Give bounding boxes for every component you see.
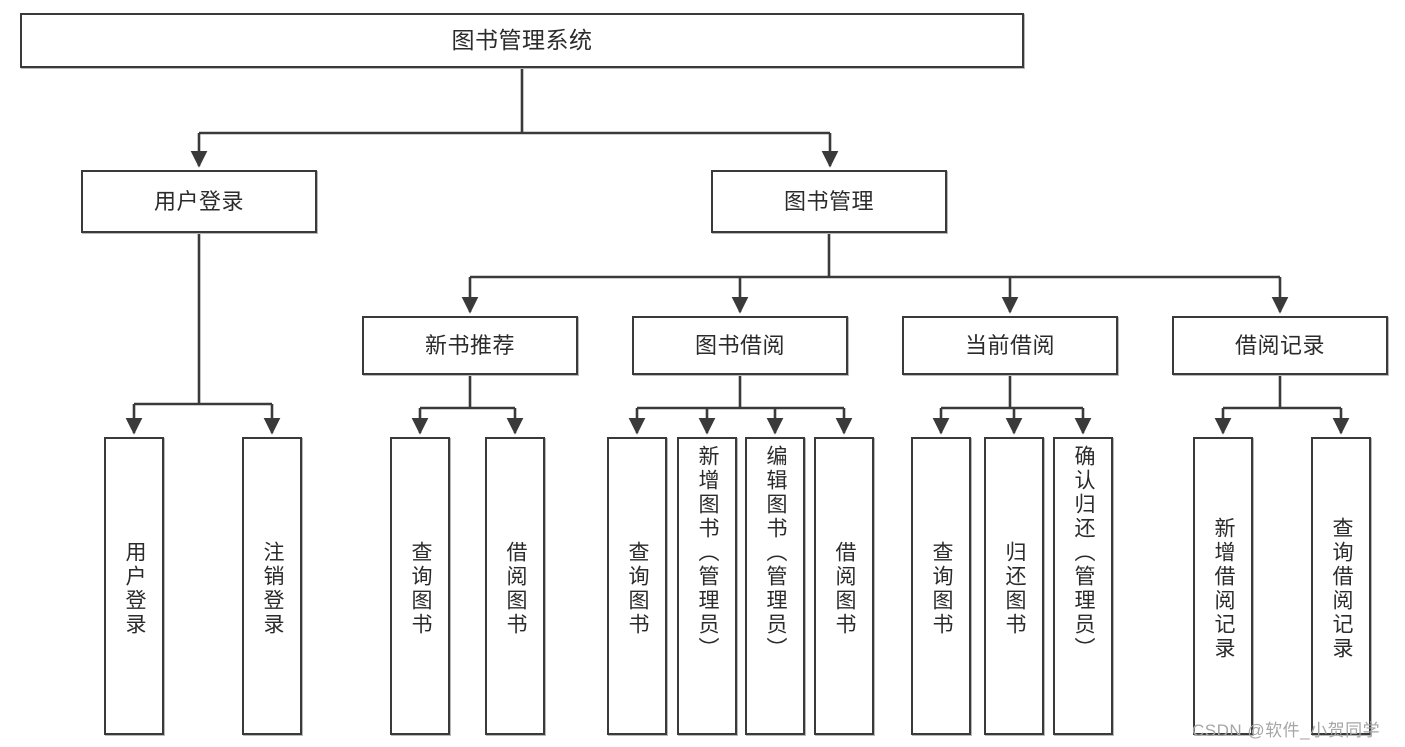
node-label: 查询图书: [626, 541, 650, 637]
node-label: 图书管理: [783, 188, 874, 214]
node-label: 图书借阅: [694, 332, 785, 358]
node-label: 用户登录: [123, 541, 147, 637]
node-user-login[interactable]: 用户登录: [81, 170, 317, 233]
node-label: 查询图书: [409, 541, 433, 637]
leaf-query-book-recommend[interactable]: 查询图书: [390, 437, 450, 735]
node-label: 用户登录: [153, 188, 244, 214]
leaf-query-book-current[interactable]: 查询图书: [911, 437, 971, 735]
node-label: 借阅图书: [504, 541, 528, 637]
node-borrow-record[interactable]: 借阅记录: [1172, 316, 1388, 375]
node-label: 新书推荐: [424, 332, 515, 358]
node-root-system[interactable]: 图书管理系统: [20, 13, 1024, 68]
node-label: 新增借阅记录: [1212, 517, 1236, 661]
node-book-management[interactable]: 图书管理: [711, 170, 947, 233]
node-label: 借阅图书: [833, 541, 857, 637]
leaf-borrow-book-recommend[interactable]: 借阅图书: [485, 437, 545, 735]
node-label: 图书管理系统: [451, 26, 593, 53]
leaf-user-login[interactable]: 用户登录: [104, 437, 164, 735]
leaf-add-borrow-record[interactable]: 新增借阅记录: [1193, 437, 1253, 735]
node-label: 归还图书: [1003, 541, 1027, 637]
node-label: 新增图书（管理员）: [696, 445, 720, 661]
node-label: 注销登录: [261, 541, 285, 637]
leaf-add-book-admin[interactable]: 新增图书（管理员）: [677, 437, 737, 735]
node-current-borrow[interactable]: 当前借阅: [902, 316, 1118, 375]
node-label: 借阅记录: [1234, 332, 1325, 358]
leaf-borrow-book[interactable]: 借阅图书: [814, 437, 874, 735]
node-label: 查询图书: [930, 541, 954, 637]
node-label: 编辑图书（管理员）: [764, 445, 788, 661]
leaf-query-borrow-record[interactable]: 查询借阅记录: [1311, 437, 1371, 735]
node-label: 查询借阅记录: [1330, 517, 1354, 661]
csdn-watermark: CSDN @软件_小贺同学: [1192, 721, 1381, 740]
leaf-confirm-return-admin[interactable]: 确认归还（管理员）: [1053, 437, 1113, 735]
leaf-return-book[interactable]: 归还图书: [984, 437, 1044, 735]
node-new-book-recommend[interactable]: 新书推荐: [362, 316, 578, 375]
node-book-borrow[interactable]: 图书借阅: [632, 316, 848, 375]
leaf-edit-book-admin[interactable]: 编辑图书（管理员）: [745, 437, 805, 735]
leaf-logout[interactable]: 注销登录: [242, 437, 302, 735]
node-label: 当前借阅: [964, 332, 1055, 358]
leaf-query-book-borrow[interactable]: 查询图书: [607, 437, 667, 735]
node-label: 确认归还（管理员）: [1072, 445, 1096, 661]
